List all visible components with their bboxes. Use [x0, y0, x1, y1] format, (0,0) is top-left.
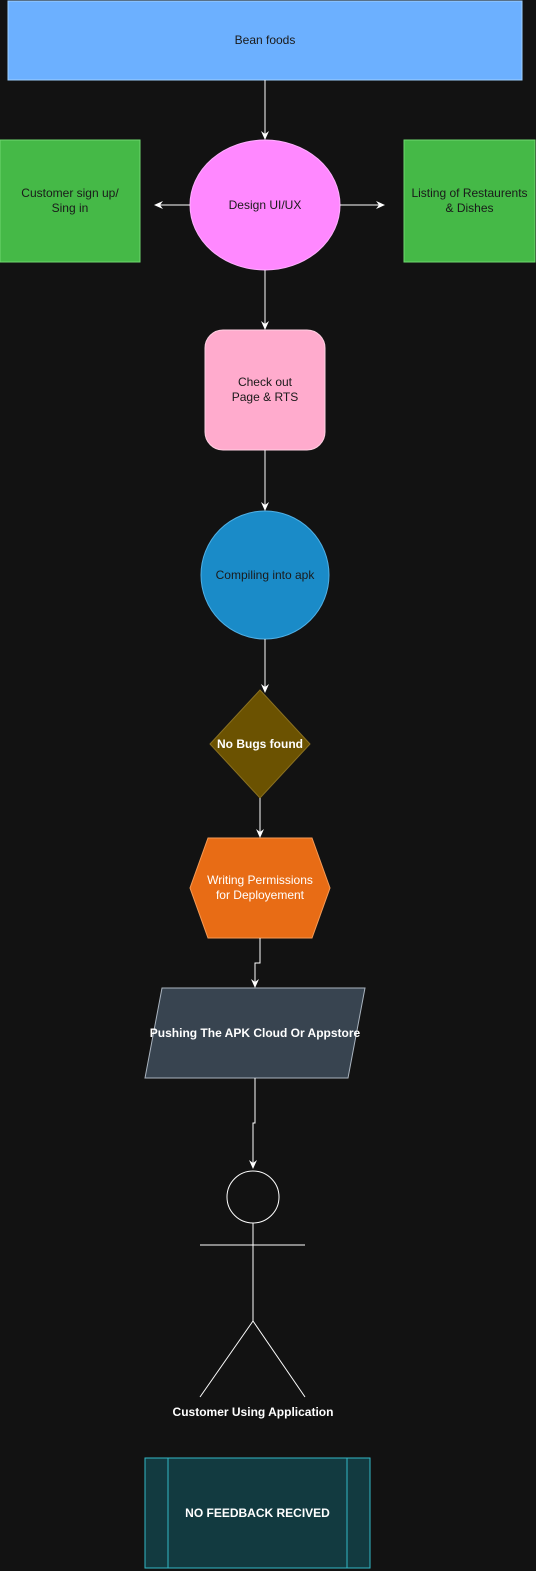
pushing-label: Pushing The APK Cloud Or Appstore: [149, 1025, 361, 1040]
customer-signup-label: Customer sign up/ Sing in: [21, 186, 119, 215]
no-bugs-label: No Bugs found: [217, 736, 303, 751]
listing-label: Listing of Restaurents & Dishes: [411, 186, 528, 215]
listing-node: [403, 139, 536, 263]
customer-using-label: Customer Using Application: [172, 1404, 334, 1419]
no-feedback-label: NO FEEDBACK RECIVED: [185, 1505, 330, 1520]
edge-pushing-to-actor: [249, 1078, 257, 1169]
edge-permissions-to-pushing: [251, 938, 261, 988]
compiling-label: Compiling into apk: [215, 567, 315, 582]
no-feedback-node: [144, 1457, 371, 1569]
design-ui-label: Design UI/UX: [228, 197, 302, 212]
permissions-label: Writing Permissions for Deployement: [207, 873, 313, 902]
customer-actor: [199, 1170, 306, 1398]
checkout-label: Check out Page & RTS: [231, 375, 299, 404]
permissions-node: [189, 837, 331, 939]
bean-foods-node: [7, 0, 523, 81]
pushing-node: [144, 987, 366, 1079]
customer-signup-node: [0, 139, 141, 263]
bean-foods-label: Bean foods: [234, 33, 296, 47]
